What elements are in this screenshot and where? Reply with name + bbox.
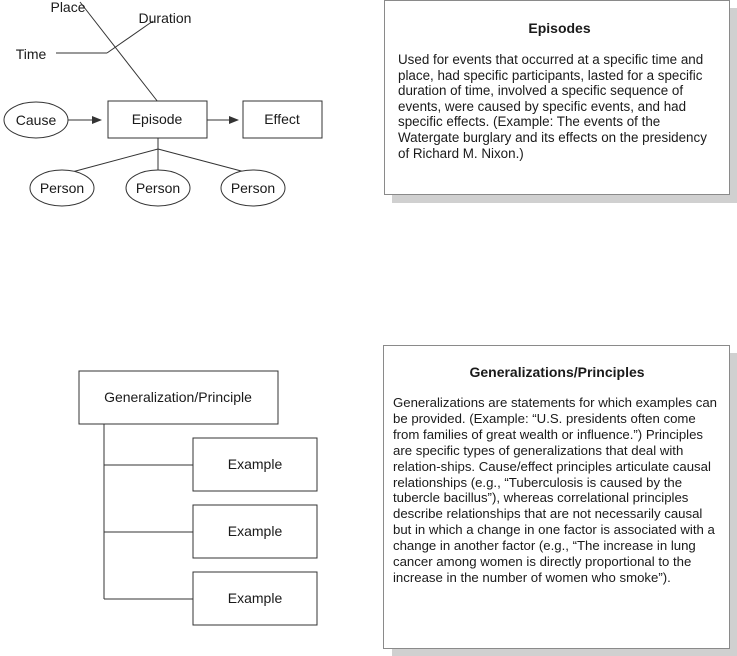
generalization-diagram: Generalization/Principle Example Example… xyxy=(78,370,318,626)
place-connector xyxy=(79,1,159,103)
person-label-1: Person xyxy=(40,180,84,196)
generalizations-card-title: Generalizations/Principles xyxy=(469,364,645,380)
episodes-card: Episodes Used for events that occurred a… xyxy=(384,0,730,195)
person-node-2 xyxy=(125,169,191,207)
duration-connector xyxy=(106,20,154,54)
example-node-3 xyxy=(192,571,318,626)
cause-label: Cause xyxy=(16,112,57,128)
person-node-1 xyxy=(29,169,95,207)
effect-node xyxy=(242,100,323,139)
generalization-root-label: Generalization/Principle xyxy=(104,389,252,405)
example-node-2 xyxy=(192,504,318,559)
person-label-2: Person xyxy=(136,180,180,196)
example-label-3: Example xyxy=(228,590,283,606)
example-label-2: Example xyxy=(228,523,283,539)
example-node-1 xyxy=(192,437,318,492)
person-label-3: Person xyxy=(231,180,275,196)
episodes-card-body: Used for events that occurred at a speci… xyxy=(398,52,707,161)
episodes-card-title: Episodes xyxy=(528,20,591,36)
duration-label: Duration xyxy=(139,10,192,26)
person-node-3 xyxy=(220,169,286,207)
example-label-1: Example xyxy=(228,456,283,472)
episode-diagram: Place Duration Time Cause Episode Effect… xyxy=(3,0,323,207)
place-label: Place xyxy=(50,0,85,15)
person-connector-left xyxy=(71,148,159,173)
generalizations-card-body: Generalizations are statements for which… xyxy=(393,395,717,585)
generalizations-card: Generalizations/Principles Generalizatio… xyxy=(383,345,730,649)
time-label: Time xyxy=(16,46,47,62)
person-connector-right xyxy=(157,148,246,173)
episode-node xyxy=(107,100,208,139)
generalization-root-node xyxy=(78,370,279,425)
effect-label: Effect xyxy=(264,111,300,127)
episode-label: Episode xyxy=(132,111,183,127)
